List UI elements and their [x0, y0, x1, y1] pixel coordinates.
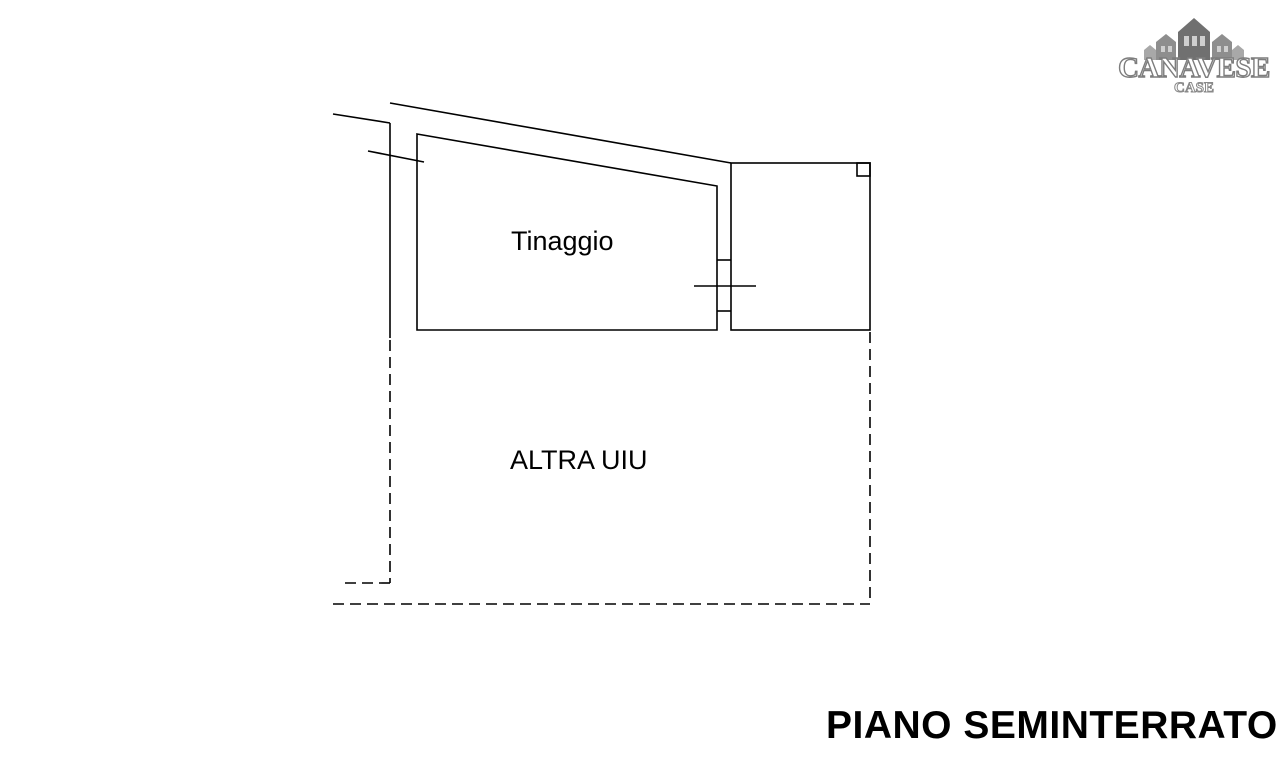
floor-title: PIANO SEMINTERRATO [826, 704, 1278, 747]
tinaggio-room [416, 133, 718, 331]
other-unit-boundary [333, 332, 871, 605]
door-passage [694, 259, 756, 312]
houses-icon [1144, 18, 1244, 60]
side-room [730, 162, 871, 331]
outer-walls [332, 102, 732, 338]
logo-sub: CASE [1173, 80, 1214, 96]
tinaggio-label: Tinaggio [511, 226, 614, 256]
other-unit-label: ALTRA UIU [510, 445, 648, 475]
logo-name: CANAVESE [1117, 52, 1271, 84]
side-room-corner-mark [856, 162, 871, 177]
agency-logo: CANAVESE CASE [1117, 14, 1271, 100]
